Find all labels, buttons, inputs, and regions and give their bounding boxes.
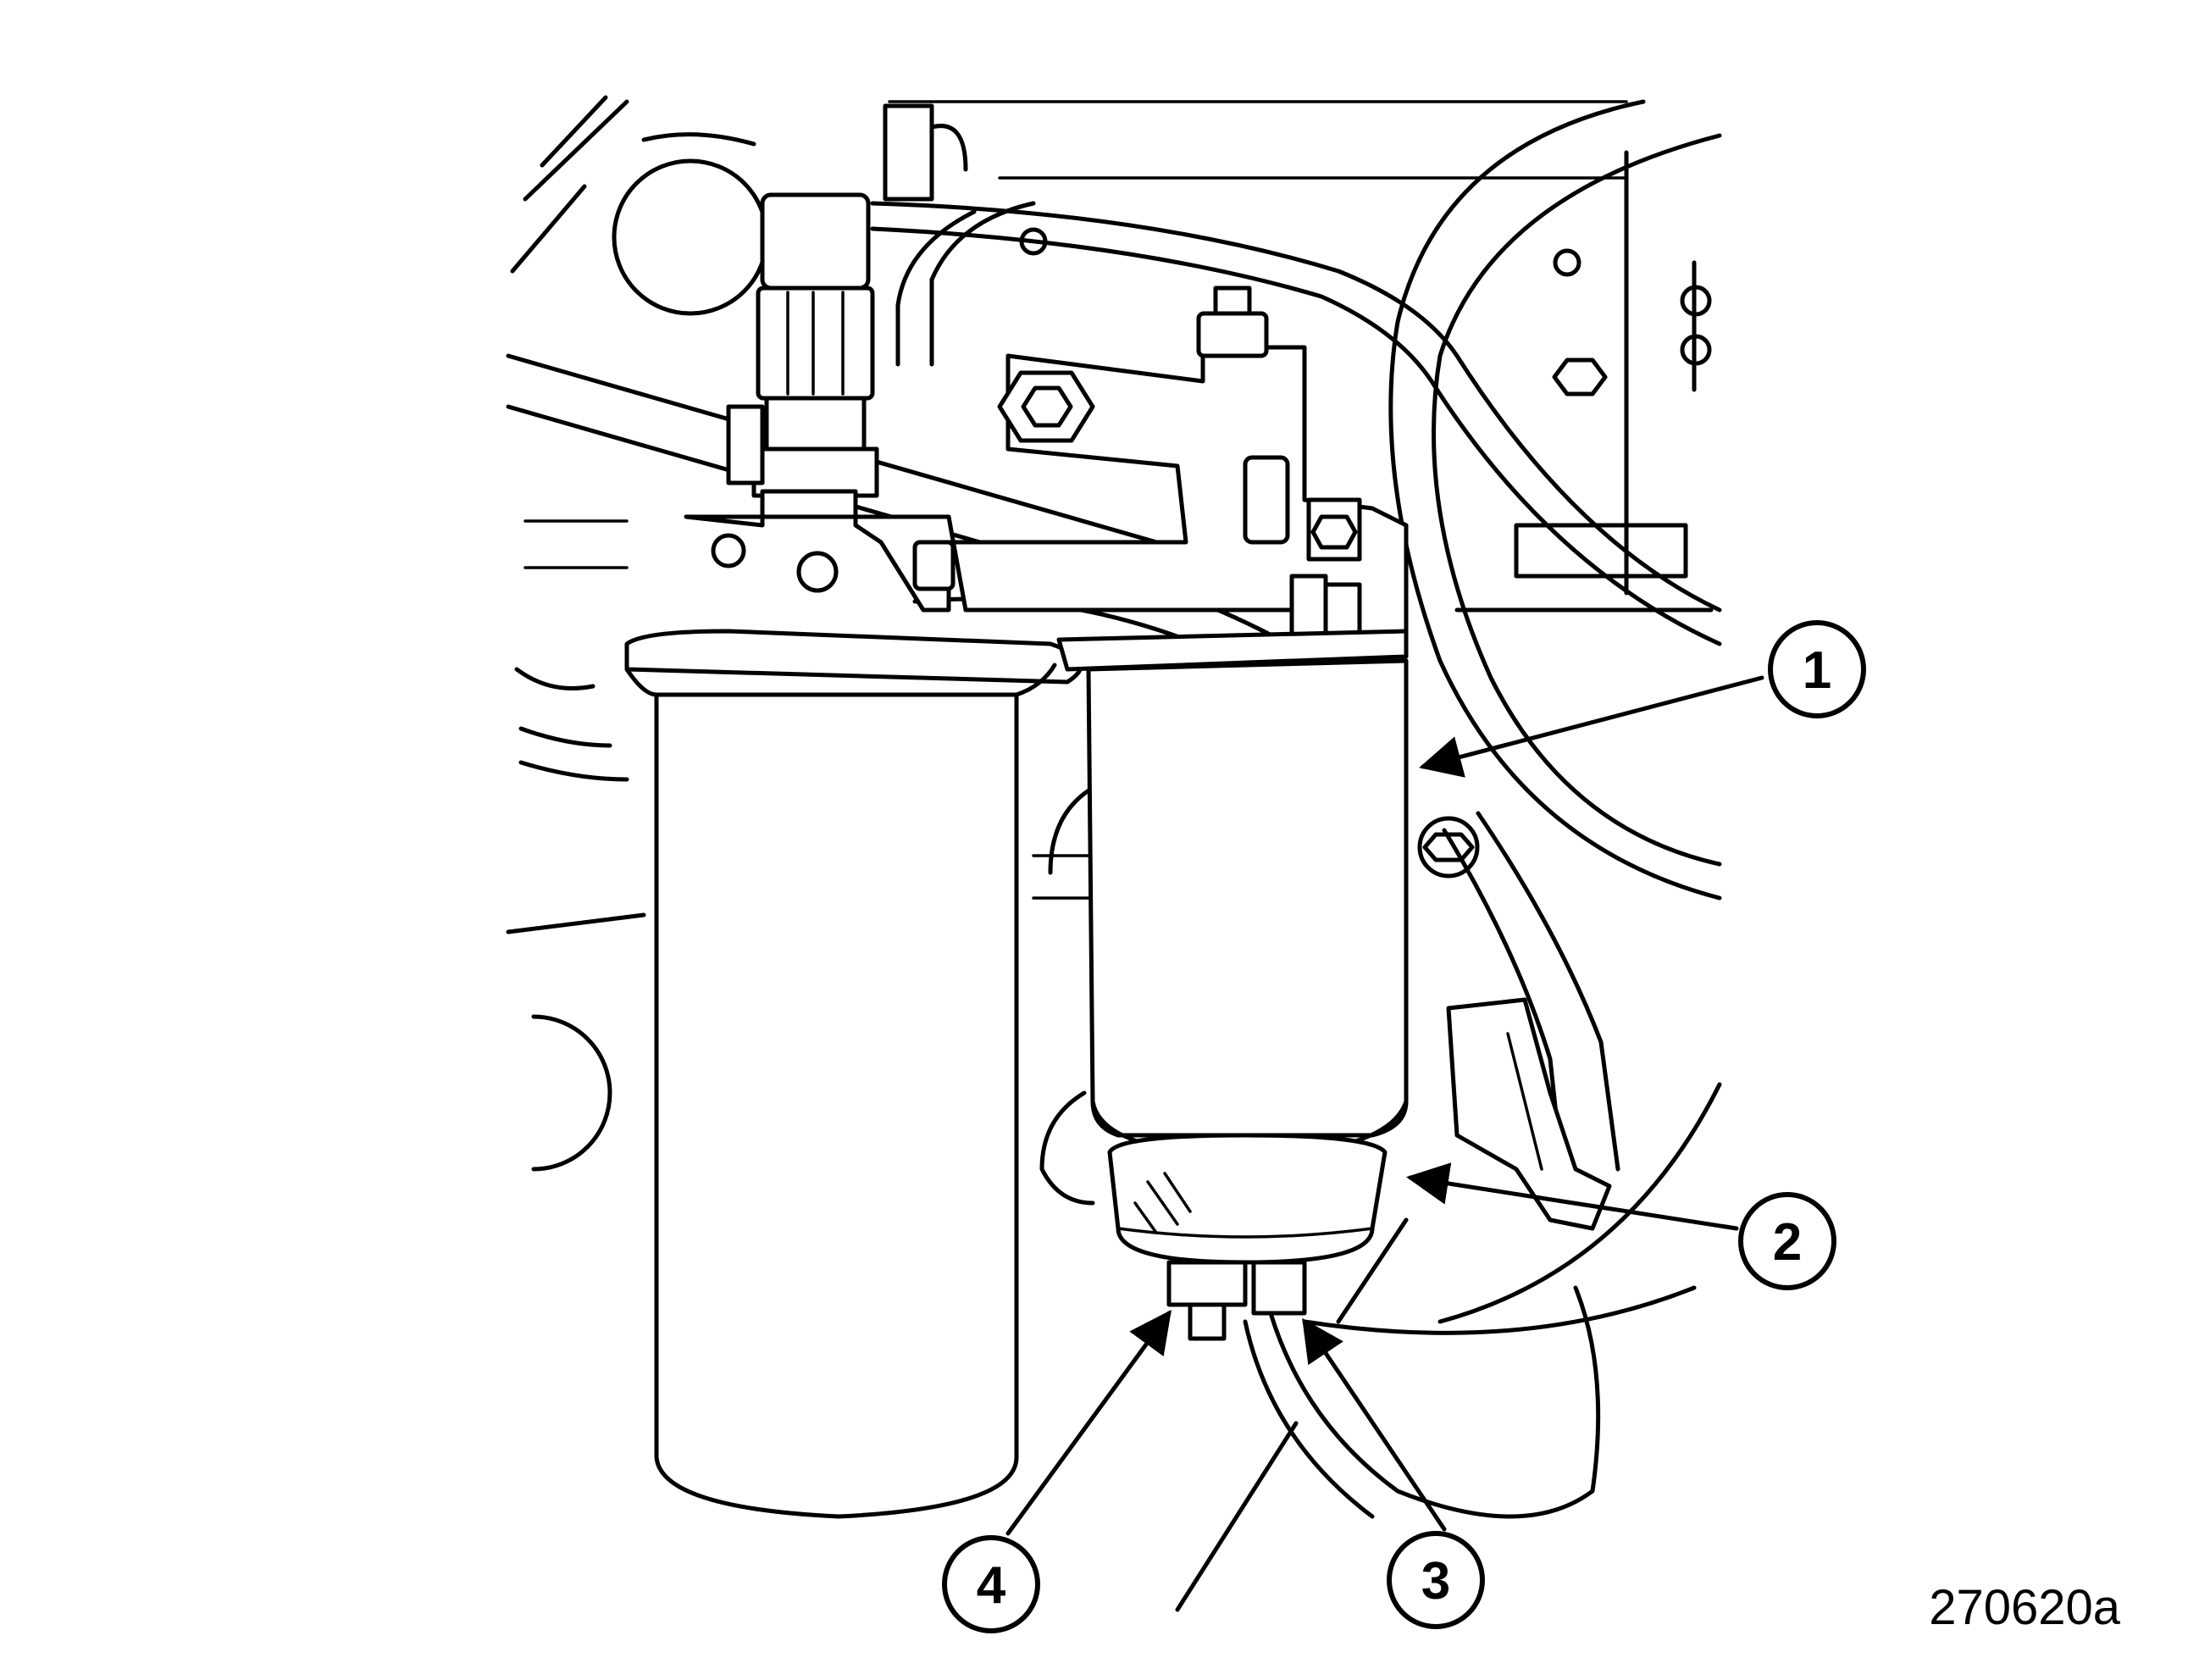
callout-3: 3 [1387,1531,1485,1629]
svg-text:1: 1 [1803,641,1831,700]
sensor-fitting [726,103,968,498]
callout-2: 2 [1738,1192,1836,1290]
leader-line-2 [1406,1162,1739,1231]
engine-background-structure [506,95,1714,1206]
leader-line-3 [1302,1317,1447,1532]
leader-line-4 [1005,1309,1172,1536]
callout-4: 4 [942,1535,1040,1633]
svg-text:3: 3 [1421,1552,1450,1611]
leader-lines [1005,675,1764,1536]
svg-text:4: 4 [977,1556,1006,1615]
filter-head [624,286,1409,685]
svg-text:2: 2 [1773,1213,1802,1272]
leader-line-1 [1419,675,1764,778]
right-filter-canister [1086,658,1409,1159]
left-filter-canister [624,663,1057,1519]
callout-1: 1 [1768,620,1866,718]
water-drain-bowl [1107,1133,1388,1341]
figure-id: 270620a [1929,1580,2120,1635]
